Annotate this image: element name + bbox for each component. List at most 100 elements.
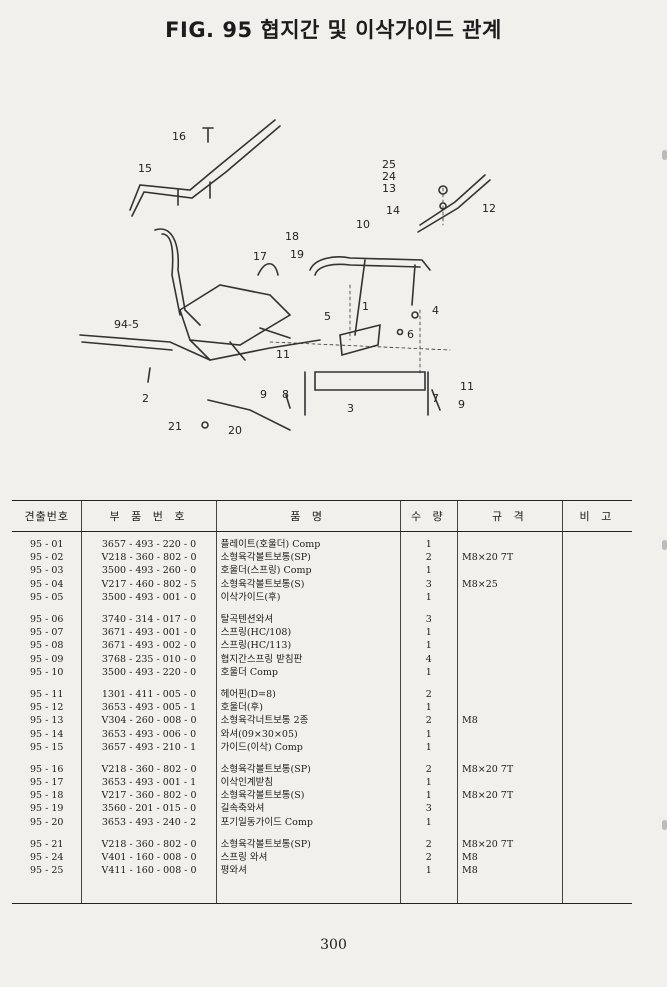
part-no-cell: 3500 - 493 - 220 - 0: [81, 665, 217, 679]
header-part-no: 부 품 번 호: [81, 500, 217, 532]
quantity-cell: 3: [399, 603, 458, 627]
spec-cell: [456, 603, 563, 627]
callout-9b: 9: [458, 398, 465, 411]
ref-no-cell: 95 - 20: [29, 816, 64, 828]
ref-no-cell: 95 - 04: [29, 578, 64, 590]
callout-21: 21: [168, 420, 182, 433]
remarks-cell: [561, 701, 632, 715]
ref-no-cell: 95 - 15: [29, 741, 64, 753]
spec-cell: [456, 776, 563, 790]
remarks-cell: [561, 740, 632, 754]
quantity-cell: 2: [399, 828, 458, 851]
ref-no-cell: 95 - 05: [29, 591, 64, 603]
ref-no-cell: 95 - 12: [29, 702, 64, 714]
part-no-cell: V401 - 160 - 008 - 0: [81, 850, 217, 865]
quantity-cell: 1: [399, 776, 458, 790]
header-ref-no: 견출번호: [12, 500, 82, 532]
part-name-cell: 플레이트(호울더) Comp: [215, 531, 401, 552]
spec-cell: M8×20 7T: [456, 551, 563, 565]
part-no-cell: 3500 - 493 - 260 - 0: [81, 564, 217, 578]
remarks-cell: [561, 603, 632, 627]
quantity-cell: 1: [399, 564, 458, 578]
callout-14: 14: [386, 204, 400, 217]
ref-no-cell: 95 - 06: [29, 614, 64, 626]
spec-cell: [456, 531, 563, 552]
ref-no-cell: 95 - 13: [29, 715, 64, 727]
callout-15: 15: [138, 162, 152, 175]
part-name-cell: 소형육각볼트보통(SP): [215, 828, 401, 851]
part-name-cell: 호울더(스프링) Comp: [215, 564, 401, 578]
remarks-cell: [561, 789, 632, 803]
ref-no-cell: 95 - 24: [29, 852, 64, 864]
part-no-cell: 3740 - 314 - 017 - 0: [81, 603, 217, 627]
ref-no-cell: 95 - 25: [12, 864, 82, 905]
part-name-cell: 스프링 와셔: [215, 850, 401, 865]
part-name-cell: 소형육각너트보통 2종: [215, 714, 401, 728]
parts-diagram-svg: 16 15 18 17 19 25 24 13 14 12 10 4 5 1 6…: [79, 119, 496, 437]
callout-5: 5: [324, 310, 331, 323]
quantity-cell: 3: [399, 577, 458, 591]
ref-no-cell: 95 - 14: [29, 728, 64, 740]
part-name-cell: 가이드(이삭) Comp: [215, 740, 401, 754]
quantity-cell: 2: [399, 753, 458, 776]
part-name-cell: 이삭가이드(후): [215, 590, 401, 604]
spec-cell: M8×20 7T: [456, 789, 563, 803]
remarks-cell: [561, 639, 632, 653]
figure-title: FIG. 95 협지간 및 이삭가이드 관계: [165, 18, 502, 42]
part-no-cell: V218 - 360 - 802 - 0: [81, 551, 217, 565]
quantity-cell: 1: [399, 590, 458, 604]
spec-cell: [456, 665, 563, 679]
part-name-cell: 소형육각볼트보통(SP): [215, 753, 401, 776]
spec-cell: [456, 590, 563, 604]
spec-cell: [456, 652, 563, 666]
part-no-cell: 3500 - 493 - 001 - 0: [81, 590, 217, 604]
ref-no-cell: 95 - 16: [29, 763, 64, 775]
spec-cell: [456, 815, 563, 829]
quantity-cell: 1: [399, 815, 458, 829]
ref-no-cell: 95 - 03: [29, 565, 64, 577]
spec-cell: M8×20 7T: [456, 828, 563, 851]
header-spec: 규 격: [456, 500, 563, 532]
part-no-cell: 3657 - 493 - 210 - 1: [81, 740, 217, 754]
binding-hole-mark: [662, 820, 667, 830]
callout-10: 10: [356, 218, 370, 231]
spec-cell: [456, 802, 563, 816]
ref-no-cell: 95 - 18: [29, 790, 64, 802]
remarks-cell: [561, 678, 632, 702]
ref-no-cell: 95 - 01: [29, 539, 64, 551]
spec-cell: [456, 564, 563, 578]
callout-2: 2: [142, 392, 149, 405]
spec-cell: [456, 740, 563, 754]
spec-cell: [456, 678, 563, 702]
spec-cell: [456, 701, 563, 715]
part-no-cell: 3653 - 493 - 001 - 1: [81, 776, 217, 790]
quantity-cell: 1: [399, 626, 458, 640]
part-no-cell: 3653 - 493 - 006 - 0: [81, 727, 217, 741]
callout-4: 4: [432, 304, 439, 317]
callout-19: 19: [290, 248, 304, 261]
ref-no-cell: 95 - 07: [29, 627, 64, 639]
part-name-cell: 포기일동가이드 Comp: [215, 815, 401, 829]
remarks-cell: [561, 753, 632, 776]
quantity-cell: 4: [399, 652, 458, 666]
callout-12: 12: [482, 202, 496, 215]
exploded-parts-diagram: 16 15 18 17 19 25 24 13 14 12 10 4 5 1 6…: [60, 110, 560, 450]
part-no-cell: V411 - 160 - 008 - 0: [81, 864, 217, 905]
header-part-name: 품 명: [215, 500, 401, 532]
callout-18: 18: [285, 230, 299, 243]
part-name-cell: 스프링(HC/113): [215, 639, 401, 653]
remarks-cell: [561, 626, 632, 640]
ref-no-cell: 95 - 09: [29, 653, 64, 665]
remarks-cell: [561, 802, 632, 816]
part-no-cell: 3653 - 493 - 240 - 2: [81, 815, 217, 829]
part-name-cell: 탈곡텐션와셔: [215, 603, 401, 627]
quantity-cell: 1: [399, 789, 458, 803]
